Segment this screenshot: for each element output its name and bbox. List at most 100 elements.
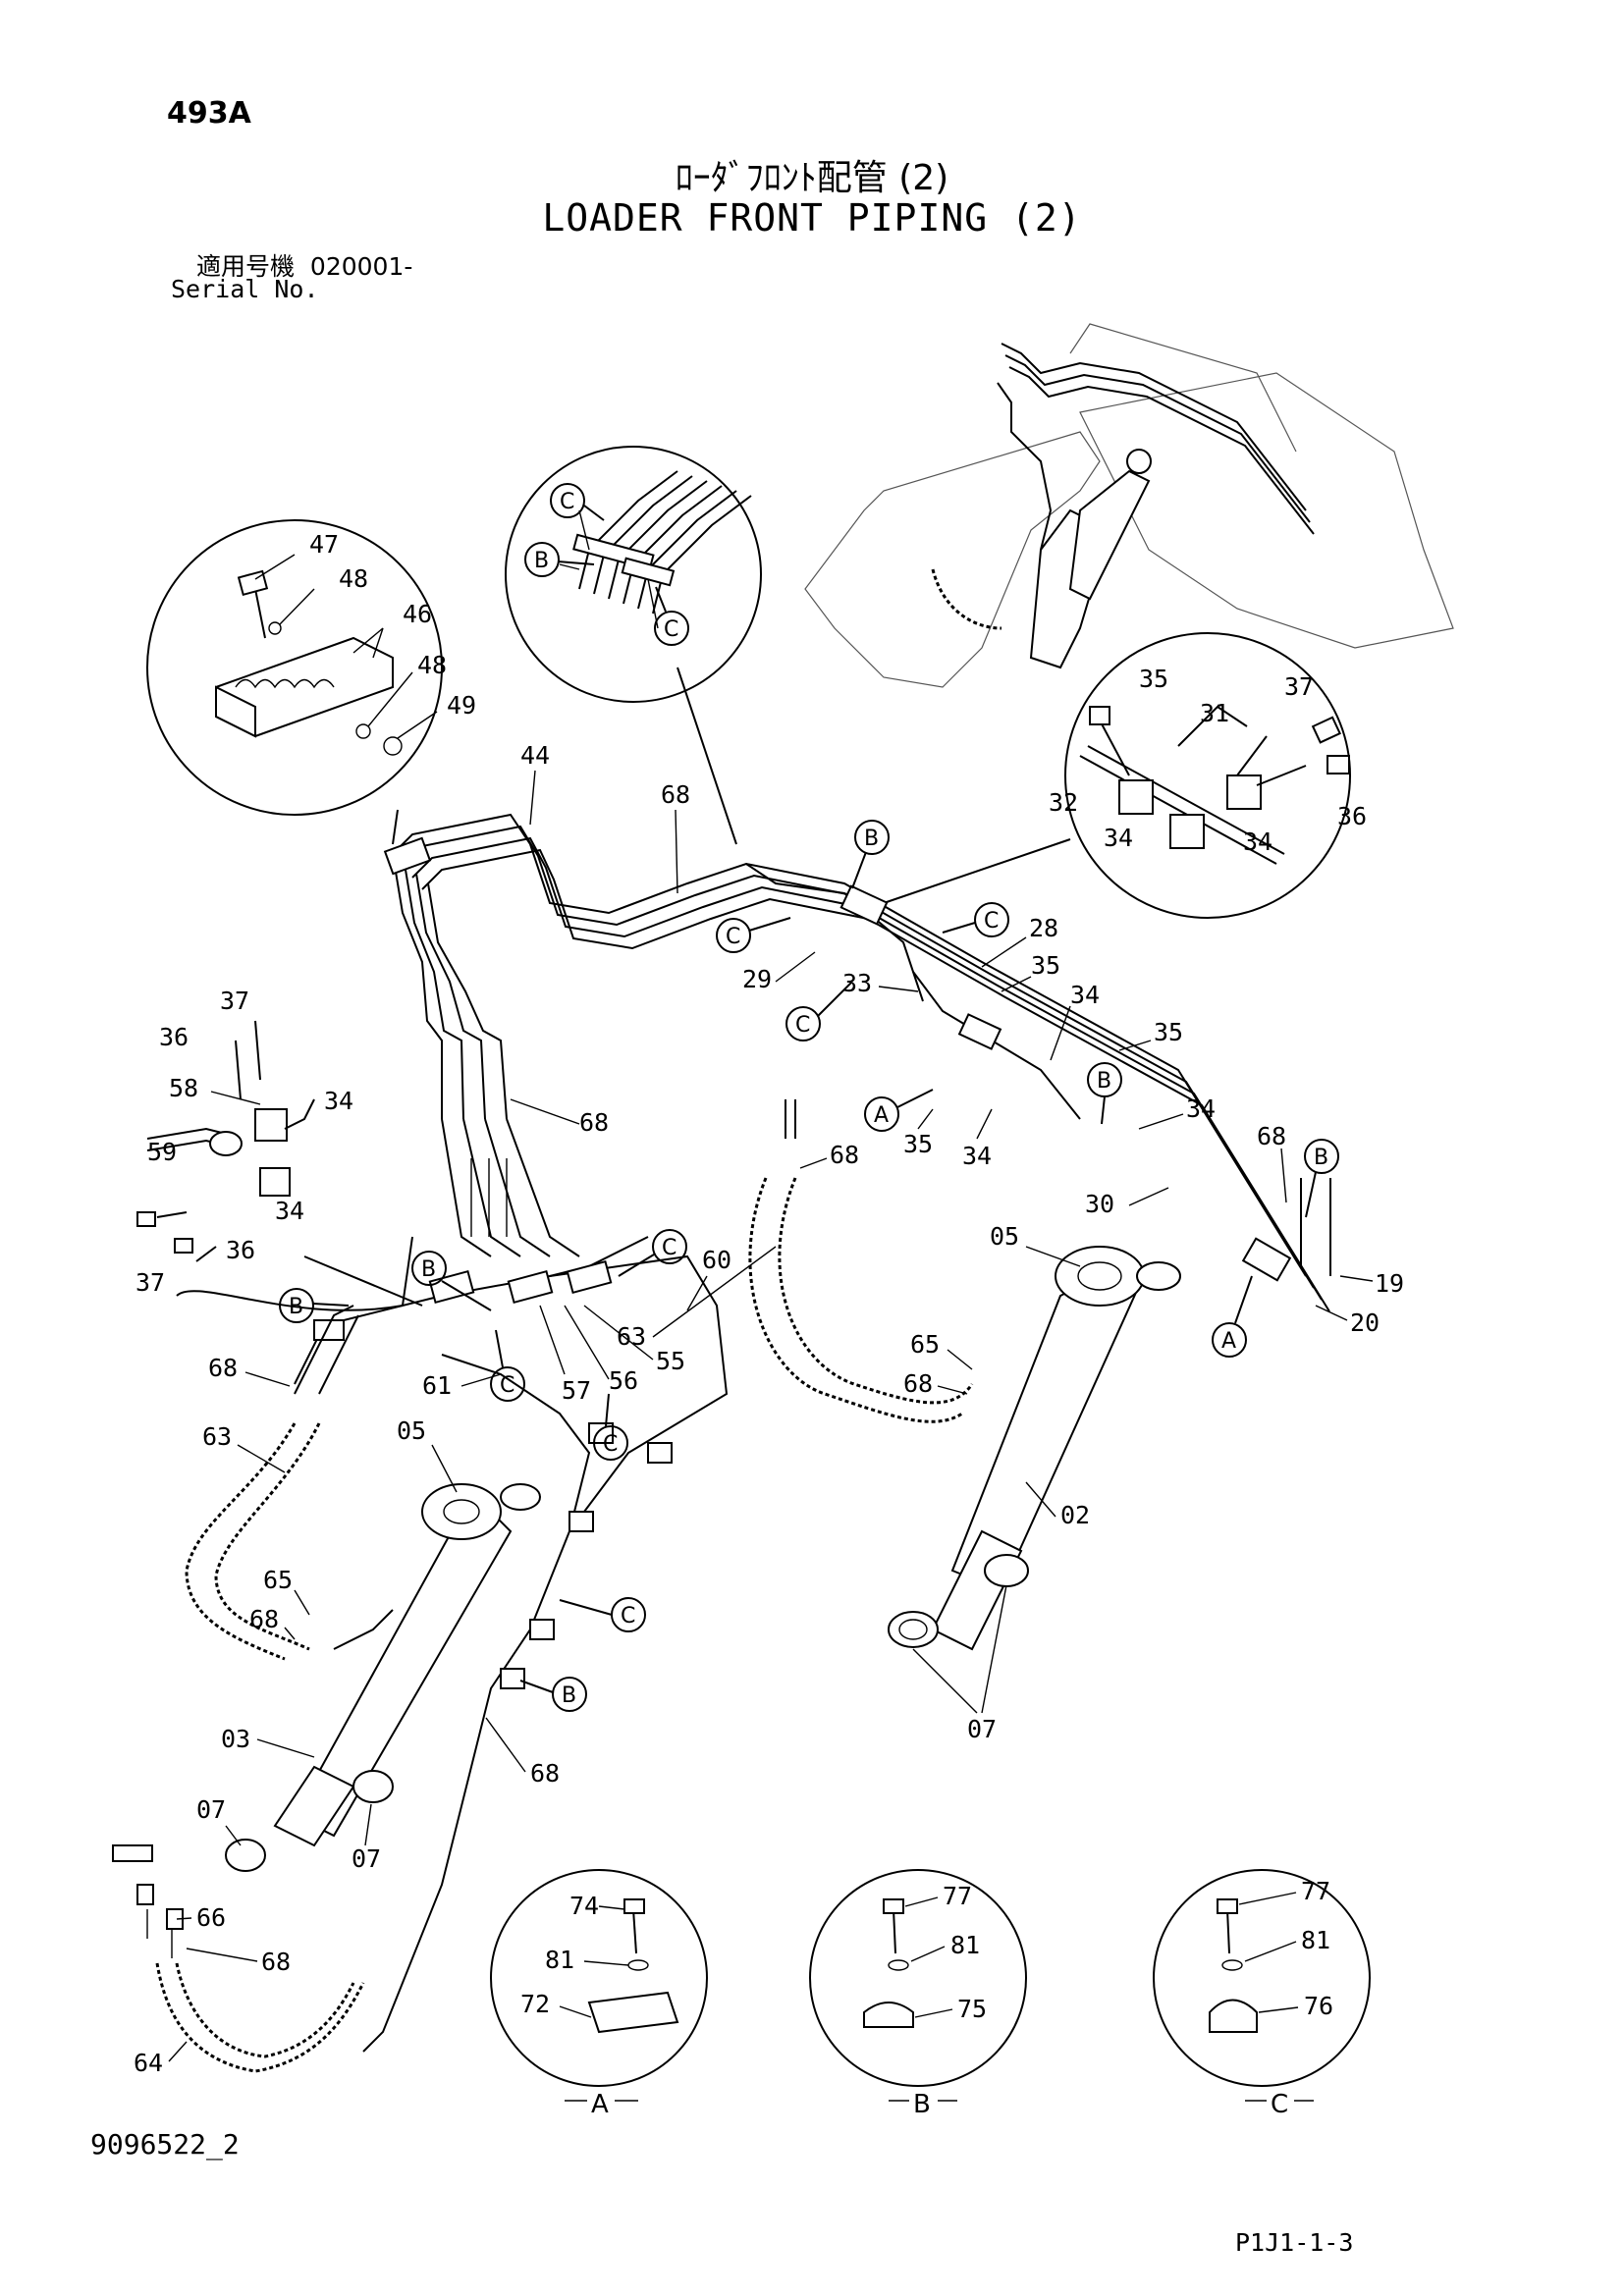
callout-48: 48 <box>417 651 447 679</box>
callout-28: 28 <box>1029 914 1058 942</box>
ref-marker-a: A <box>864 1096 899 1132</box>
detail-circle-clamp-right: 35 37 31 32 34 34 36 <box>1049 632 1367 919</box>
ref-marker-c: C <box>974 902 1009 937</box>
callout-68: 68 <box>208 1354 238 1382</box>
lower-left-fittings: 60 55 56 57 61 68 <box>294 1236 731 2053</box>
callout-77: 77 <box>943 1882 972 1910</box>
callout-58: 58 <box>169 1074 198 1102</box>
svg-text:A: A <box>1221 1329 1236 1354</box>
detail-circle-c: 77 81 76 C <box>1153 1869 1371 2119</box>
callout-63: 63 <box>617 1322 646 1351</box>
callout-56: 56 <box>609 1366 638 1395</box>
svg-text:B: B <box>421 1257 436 1282</box>
callout-05: 05 <box>397 1416 426 1445</box>
svg-text:A: A <box>874 1103 889 1128</box>
main-piping-callouts: 44 68 28 29 35 33 34 35 35 34 34 68 68 3… <box>510 741 1404 1337</box>
callout-20: 20 <box>1350 1308 1380 1337</box>
svg-text:C: C <box>560 490 574 514</box>
callout-66: 66 <box>196 1903 226 1932</box>
callout-76: 76 <box>1304 1992 1333 2020</box>
callout-35: 35 <box>903 1130 933 1158</box>
callout-34: 34 <box>324 1087 353 1115</box>
ref-marker-c: C <box>611 1597 646 1632</box>
svg-text:B: B <box>534 549 549 573</box>
ref-marker-b: B <box>279 1288 314 1323</box>
callout-48: 48 <box>339 564 368 593</box>
serial-value: 020001- <box>309 252 413 281</box>
ref-marker-c: C <box>490 1366 525 1402</box>
callout-34: 34 <box>275 1197 304 1225</box>
sheet-code: P1J1-1-3 <box>1235 2228 1354 2257</box>
ref-marker-c: C <box>550 483 585 518</box>
callout-07: 07 <box>352 1844 381 1873</box>
main-piping-bundle <box>383 813 1331 1312</box>
callout-60: 60 <box>702 1246 731 1274</box>
ref-marker-c: C <box>716 918 751 953</box>
callout-02: 02 <box>1060 1501 1090 1529</box>
svg-text:B: B <box>562 1683 576 1708</box>
detail-circle-pipe-clamps <box>505 446 762 703</box>
callout-68: 68 <box>530 1759 560 1788</box>
callout-46: 46 <box>403 600 432 628</box>
callout-65: 65 <box>263 1566 293 1594</box>
callout-35: 35 <box>1139 665 1168 693</box>
callout-34: 34 <box>962 1142 992 1170</box>
callout-75: 75 <box>957 1995 987 2023</box>
boom-cylinder-left: 68 63 05 65 68 03 07 07 <box>185 1305 541 1873</box>
svg-text:C: C <box>662 1236 677 1260</box>
ref-marker-b: B <box>524 542 560 577</box>
svg-text:B: B <box>1097 1069 1111 1094</box>
callout-36: 36 <box>1337 802 1367 830</box>
valve-block-detail: 37 36 58 34 59 34 37 36 <box>135 987 423 1311</box>
callout-35: 35 <box>1154 1018 1183 1046</box>
page-number: 493A <box>167 96 251 131</box>
callout-65: 65 <box>910 1330 940 1359</box>
callout-81: 81 <box>545 1946 574 1974</box>
callout-30: 30 <box>1085 1190 1114 1218</box>
callout-07: 07 <box>196 1795 226 1824</box>
callout-57: 57 <box>562 1376 591 1405</box>
callout-81: 81 <box>1301 1926 1330 1954</box>
detail-circle-clamp: 47 48 46 48 49 <box>146 519 476 816</box>
ref-marker-b: B <box>411 1251 447 1286</box>
loader-overview-illustration <box>804 323 1454 688</box>
callout-68: 68 <box>579 1108 609 1137</box>
detail-label-a: A <box>591 2090 609 2119</box>
svg-text:C: C <box>984 909 999 934</box>
ref-marker-c: C <box>654 611 689 646</box>
callout-07: 07 <box>967 1715 997 1743</box>
callout-49: 49 <box>447 691 476 720</box>
callout-68: 68 <box>830 1141 859 1169</box>
ref-marker-b: B <box>854 820 890 855</box>
callout-55: 55 <box>656 1347 685 1375</box>
svg-text:B: B <box>289 1295 303 1319</box>
detail-label-c: C <box>1271 2090 1288 2119</box>
callout-68: 68 <box>661 780 690 809</box>
callout-37: 37 <box>135 1268 165 1297</box>
callout-35: 35 <box>1031 951 1060 980</box>
callout-34: 34 <box>1186 1095 1216 1123</box>
figure-id: 9096522_2 <box>90 2128 240 2161</box>
svg-text:B: B <box>1314 1146 1328 1170</box>
callout-37: 37 <box>220 987 249 1015</box>
svg-text:C: C <box>726 925 740 949</box>
callout-61: 61 <box>422 1371 452 1400</box>
callout-29: 29 <box>742 965 772 993</box>
title-english: LOADER FRONT PIPING (2) <box>542 196 1082 240</box>
callout-37: 37 <box>1284 672 1314 701</box>
serial-number-line: 適用号機 020001- <box>196 247 412 283</box>
boom-cylinder-right: 63 05 65 68 02 07 <box>617 1177 1181 1743</box>
ref-marker-a: A <box>1212 1322 1247 1358</box>
callout-19: 19 <box>1375 1269 1404 1298</box>
callout-31: 31 <box>1200 699 1229 727</box>
callout-36: 36 <box>226 1236 255 1264</box>
callout-59: 59 <box>147 1138 177 1166</box>
ref-marker-c: C <box>652 1229 687 1264</box>
detail-label-b: B <box>913 2090 931 2119</box>
callout-68: 68 <box>249 1605 279 1633</box>
callout-34: 34 <box>1243 828 1272 856</box>
lower-left-hose: 66 68 64 <box>112 1844 365 2077</box>
reference-letter-markers: C B C B C C C A B B A B C B C C C B <box>279 483 1339 1712</box>
svg-text:C: C <box>795 1013 810 1038</box>
